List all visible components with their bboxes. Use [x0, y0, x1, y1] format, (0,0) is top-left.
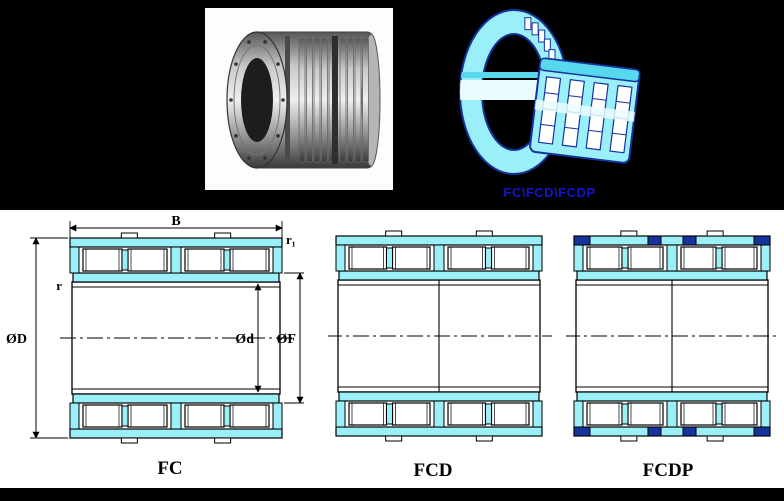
fcdp-label: FCDP — [642, 460, 694, 481]
cad-caption: FC\FCD\FCDP — [503, 185, 596, 200]
bearing-cross-section — [566, 230, 780, 442]
bearing-cross-section — [60, 232, 292, 444]
dim-label-r1: r₁ — [286, 232, 296, 247]
fcdp-diagram — [566, 230, 780, 442]
bearing-cad-render: FC\FCD\FCDP — [452, 2, 647, 208]
fcd-label: FCD — [413, 460, 453, 481]
dim-label-B: B — [171, 214, 180, 229]
fc-label: FC — [157, 458, 183, 479]
dim-label-OD: ØD — [6, 332, 27, 347]
fcd-diagram — [328, 230, 552, 442]
bearing-photo-image — [205, 8, 393, 190]
bearing-photo — [205, 8, 393, 190]
dim-label-OF: ØF — [277, 332, 296, 347]
dim-label-Od: Ød — [235, 332, 254, 347]
bearing-cross-section — [328, 230, 552, 442]
cad-rings-image — [459, 9, 641, 175]
dim-label-r: r — [56, 278, 62, 293]
fc-diagram: Br₁ rØD Ød ØF — [6, 214, 304, 444]
